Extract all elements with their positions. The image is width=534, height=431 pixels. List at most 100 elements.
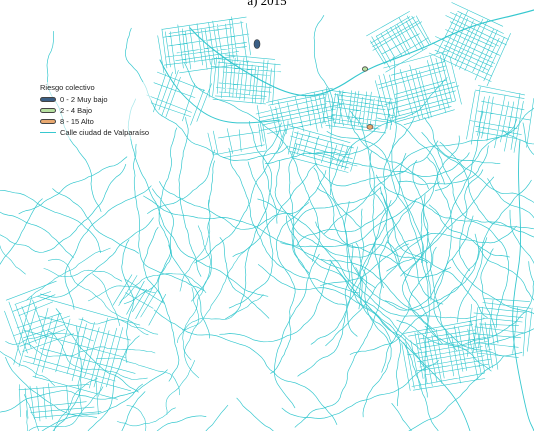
street-segment (366, 11, 431, 73)
street-segment (377, 117, 445, 185)
street-segment (54, 378, 98, 431)
street-segment (125, 27, 289, 161)
street-segment (351, 244, 424, 367)
risk-marker-alto (366, 124, 374, 130)
street-segment (451, 258, 534, 315)
street-segment (116, 407, 176, 427)
street-segment (143, 195, 376, 289)
street-segment (384, 237, 488, 311)
street-segment (18, 156, 128, 215)
street-segment (207, 123, 268, 158)
street-segment (274, 253, 320, 409)
street-segment (439, 141, 534, 203)
street-segment (421, 132, 534, 230)
street-segment (157, 16, 251, 75)
street-segment (288, 143, 310, 274)
street-segment (274, 160, 417, 258)
street-segment (168, 244, 211, 339)
street-segment (458, 169, 484, 271)
street-segment (184, 62, 321, 262)
street-segment (355, 242, 392, 418)
street-segment (280, 181, 440, 248)
street-segment (39, 217, 154, 298)
legend-label: 0 - 2 Muy bajo (60, 95, 108, 104)
street-segment (48, 258, 149, 336)
street-segment (265, 113, 391, 164)
street-segment (133, 143, 205, 292)
street-segment (435, 118, 518, 191)
street-segment (178, 116, 202, 277)
street-segment (146, 70, 212, 126)
street-segment (320, 258, 436, 331)
street-segment (228, 161, 274, 309)
street-segment (386, 176, 495, 272)
legend-swatch-calle (40, 132, 56, 133)
street-segment (64, 185, 152, 310)
street-segment (262, 122, 282, 224)
street-segment (386, 241, 429, 398)
street-segment (156, 415, 207, 431)
risk-marker-muy-bajo (253, 39, 261, 49)
street-segment (48, 330, 148, 380)
street-segment (349, 233, 480, 355)
street-segment (182, 294, 264, 361)
street-segment (13, 295, 141, 400)
street-segment (112, 274, 166, 326)
street-segment (183, 287, 200, 379)
street-segment (96, 357, 180, 396)
street-segment (0, 163, 127, 253)
street-segment (394, 225, 517, 250)
street-segment (232, 163, 318, 257)
street-segment (313, 135, 439, 187)
street-segment (147, 149, 215, 214)
street-segment (316, 187, 358, 337)
map-legend: Riesgo colectivo 0 - 2 Muy bajo 2 - 4 Ba… (38, 82, 152, 139)
legend-swatch-bajo (40, 108, 56, 113)
street-segment (391, 403, 412, 431)
street-segment (165, 360, 195, 415)
legend-title: Riesgo colectivo (40, 83, 95, 92)
street-segment (127, 98, 269, 297)
street-segment (182, 246, 251, 331)
street-segment (308, 152, 470, 177)
street-segment (315, 221, 429, 264)
street-segment (376, 174, 509, 328)
legend-label: 8 - 15 Alto (60, 117, 94, 126)
street-segment (528, 261, 534, 284)
street-segment (25, 343, 156, 357)
street-segment (503, 130, 534, 145)
street-segment (0, 244, 26, 275)
legend-swatch-muy-bajo (40, 97, 56, 102)
street-segment (0, 369, 168, 413)
street-segment (480, 248, 499, 344)
legend-label: Calle ciudad de Valparaíso (60, 128, 150, 137)
legend-item-alto: 8 - 15 Alto (40, 116, 149, 127)
street-segment (467, 298, 533, 358)
street-segment (159, 181, 310, 230)
street-segment (179, 199, 211, 292)
street-segment (313, 167, 398, 264)
street-segment (41, 383, 143, 431)
street-segment (281, 360, 439, 419)
legend-item-calle: Calle ciudad de Valparaíso (40, 127, 149, 138)
street-segment (55, 308, 139, 393)
street-segment (428, 2, 511, 87)
street-segment (28, 386, 104, 431)
street-segment (225, 120, 273, 320)
street-segment (286, 215, 421, 351)
street-segment (0, 198, 43, 265)
street-segment (5, 332, 94, 345)
street-segment (313, 15, 361, 228)
street-segment (205, 404, 229, 431)
street-segment (466, 85, 534, 153)
legend-item-muy-bajo: 0 - 2 Muy bajo (40, 94, 149, 105)
street-segment (397, 145, 489, 185)
figure-caption: a) 2015 (247, 0, 287, 8)
street-segment (208, 54, 282, 105)
legend-label: 2 - 4 Bajo (60, 106, 93, 115)
street-segment (396, 319, 492, 372)
street-segment (177, 225, 211, 343)
street-segment (487, 178, 534, 219)
